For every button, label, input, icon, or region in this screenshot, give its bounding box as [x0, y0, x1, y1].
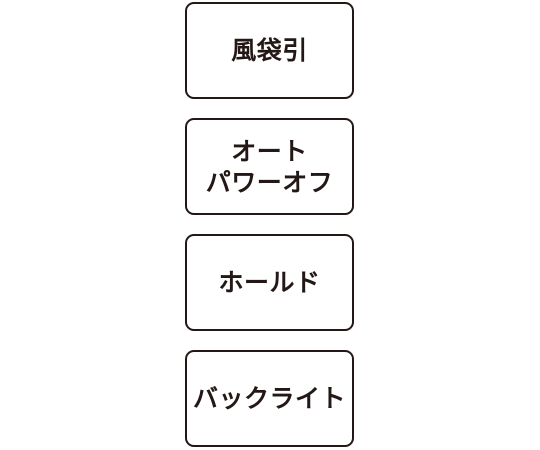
- tare-button-label: 風袋引: [231, 36, 308, 65]
- tare-button[interactable]: 風袋引: [185, 2, 354, 99]
- auto-power-off-label-line-2: パワーオフ: [205, 167, 334, 197]
- hold-button-label: ホールド: [218, 268, 321, 297]
- auto-power-off-button[interactable]: オート パワーオフ: [185, 118, 354, 215]
- backlight-button[interactable]: バックライト: [185, 350, 354, 447]
- hold-button[interactable]: ホールド: [185, 234, 354, 331]
- auto-power-off-label-line-1: オート: [231, 136, 308, 166]
- backlight-button-label: バックライト: [192, 384, 346, 413]
